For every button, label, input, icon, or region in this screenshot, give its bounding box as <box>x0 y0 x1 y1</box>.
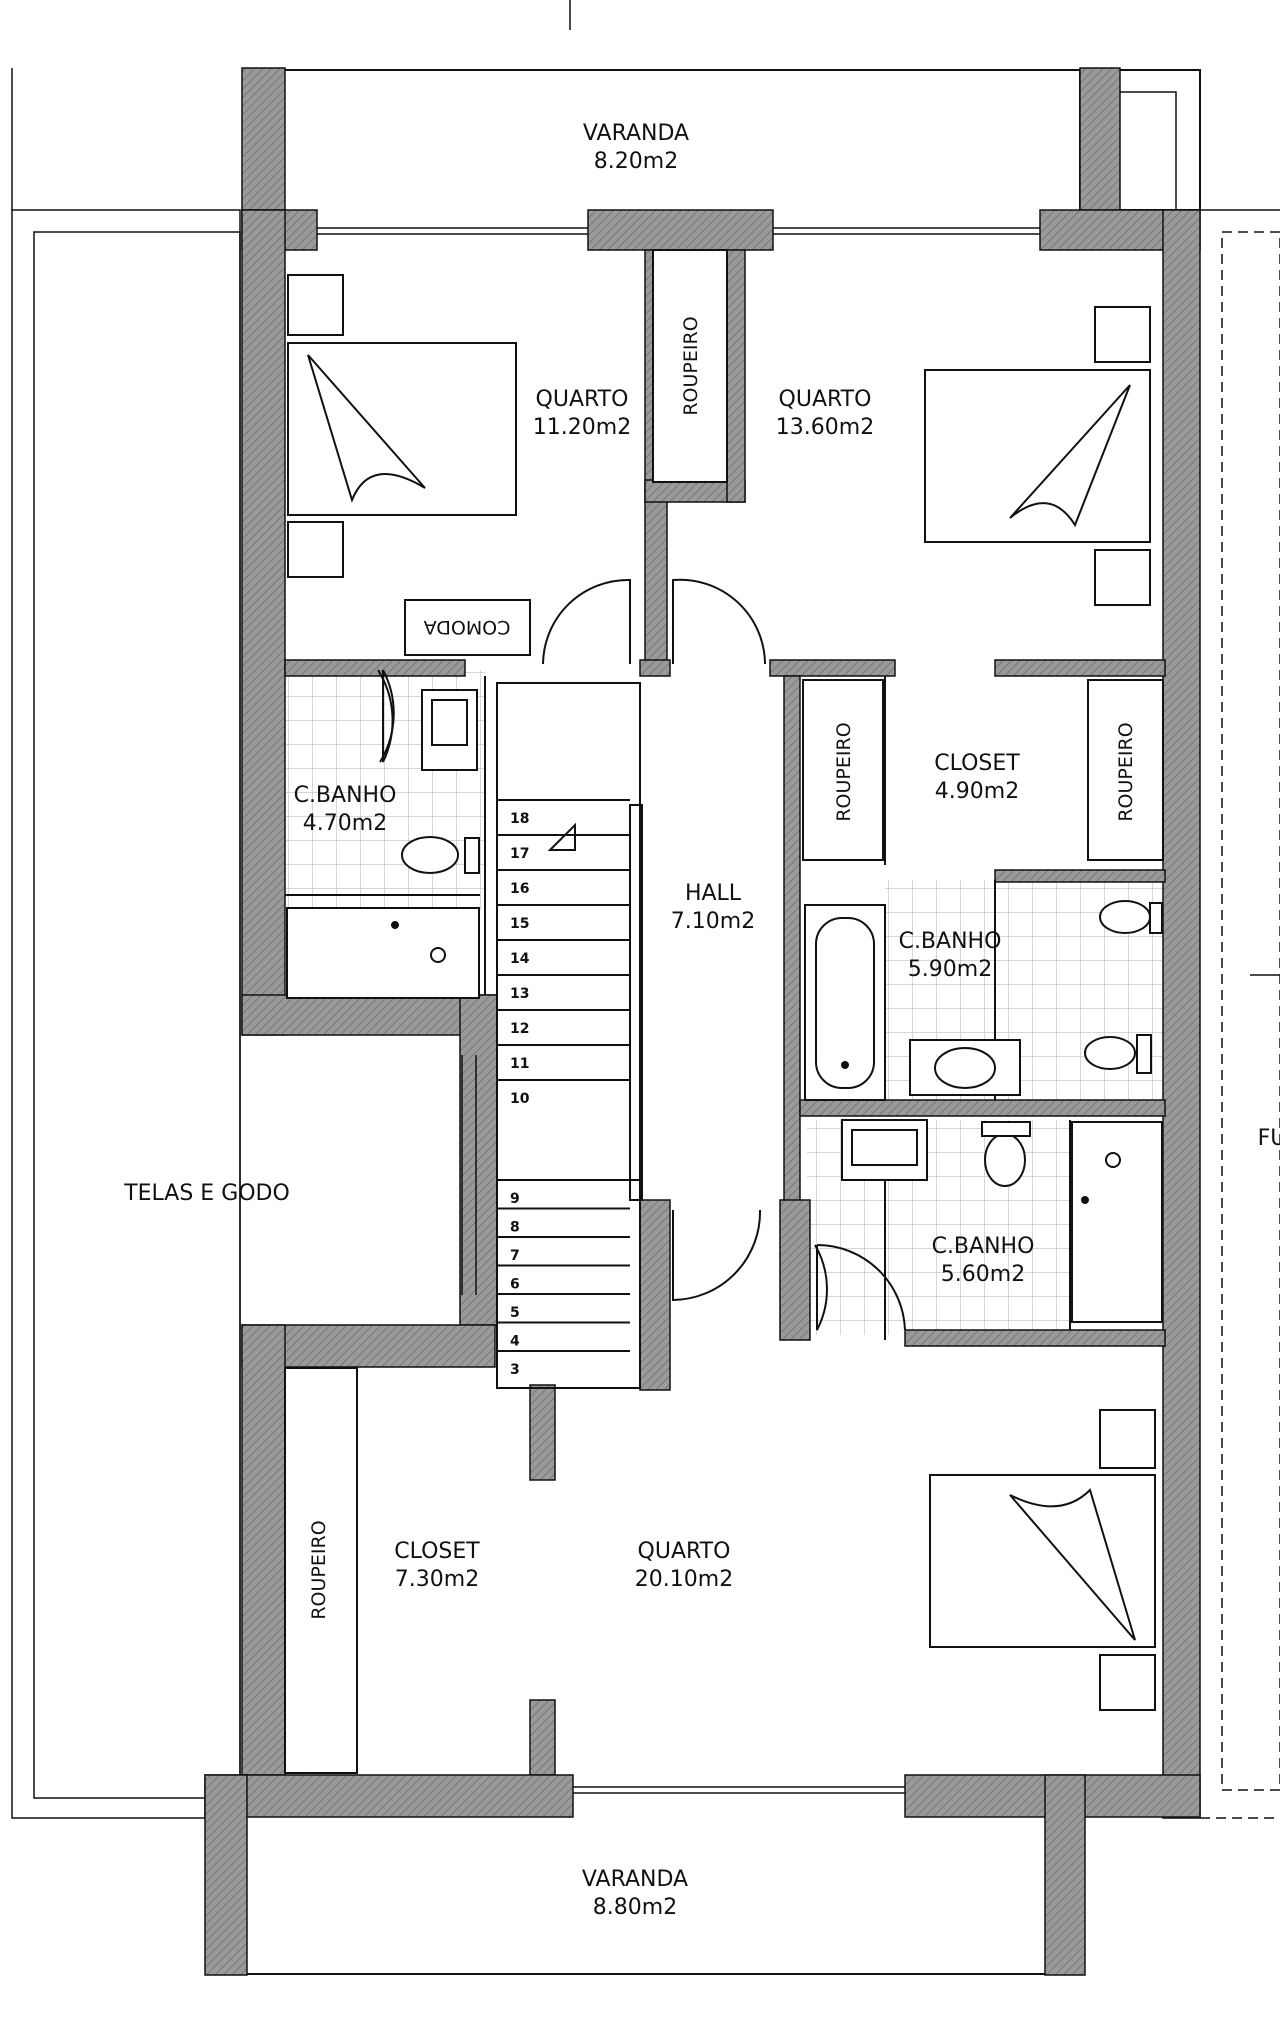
hall-area: 7.10m2 <box>671 909 755 934</box>
stair-step-number: 15 <box>510 916 529 932</box>
closet-east-area: 4.90m2 <box>935 779 1019 804</box>
stair-step-number: 12 <box>510 1021 529 1037</box>
comoda-label: COMODA <box>424 616 511 638</box>
quarto-south-name: QUARTO <box>638 1539 731 1564</box>
hall-name: HALL <box>685 881 742 906</box>
varanda-bottom-area: 8.80m2 <box>593 1895 677 1920</box>
quarto-nw-area: 11.20m2 <box>533 415 631 440</box>
banho-west-area: 4.70m2 <box>303 811 387 836</box>
banho-east2-name: C.BANHO <box>932 1234 1035 1259</box>
stair-step-number: 11 <box>510 1056 529 1072</box>
walls <box>204 67 1201 1976</box>
stair-step-number: 18 <box>510 811 529 827</box>
stair-step-number: 13 <box>510 986 529 1002</box>
stair-step-number: 4 <box>510 1334 520 1350</box>
banho-west-name: C.BANHO <box>294 783 397 808</box>
stair-step-number: 7 <box>510 1248 520 1264</box>
varanda-top-area: 8.20m2 <box>594 149 678 174</box>
roupeiro-label-closet-west: ROUPEIRO <box>833 722 855 821</box>
stair-step-number: 14 <box>510 951 530 967</box>
site-lines <box>11 0 1280 1819</box>
edge-text: FU <box>1258 1126 1280 1151</box>
quarto-ne-area: 13.60m2 <box>776 415 874 440</box>
roupeiro-label-south: ROUPEIRO <box>308 1520 330 1619</box>
stair-step-number: 16 <box>510 881 529 897</box>
stair-step-number: 3 <box>510 1362 520 1378</box>
bath-fixtures <box>286 689 1163 1323</box>
wardrobes <box>284 249 1164 1774</box>
stair-step-number: 9 <box>510 1191 520 1207</box>
bed-north-west <box>287 274 517 578</box>
closet-east-name: CLOSET <box>934 751 1020 776</box>
quarto-ne-name: QUARTO <box>779 387 872 412</box>
stair-step-number: 5 <box>510 1305 520 1321</box>
stair-steps: 18 17 16 15 14 13 12 11 10 9 8 7 6 5 4 3 <box>497 799 630 1378</box>
closet-south-area: 7.30m2 <box>395 1567 479 1592</box>
quarto-south-area: 20.10m2 <box>635 1567 733 1592</box>
banho-east2-area: 5.60m2 <box>941 1262 1025 1287</box>
bed-north-east <box>924 306 1151 606</box>
closet-south-name: CLOSET <box>394 1539 480 1564</box>
stair-step-number: 17 <box>510 846 529 862</box>
banho-east1-name: C.BANHO <box>899 929 1002 954</box>
roupeiro-label-closet-east: ROUPEIRO <box>1115 722 1137 821</box>
banho-east1-area: 5.90m2 <box>908 957 992 982</box>
windows <box>317 227 1040 1794</box>
roupeiro-label-north: ROUPEIRO <box>680 316 702 415</box>
doors <box>377 578 906 1331</box>
room-labels: VARANDA 8.20m2 QUARTO 11.20m2 QUARTO 13.… <box>123 121 1280 1920</box>
bed-south <box>929 1409 1156 1711</box>
stair-step-number: 6 <box>510 1277 520 1293</box>
stair-step-number: 10 <box>510 1091 530 1107</box>
stair-step-number: 8 <box>510 1220 520 1236</box>
furniture-labels: ROUPEIRO ROUPEIRO ROUPEIRO ROUPEIRO COMO… <box>308 316 1137 1619</box>
quarto-nw-name: QUARTO <box>536 387 629 412</box>
varanda-top-name: VARANDA <box>583 121 689 146</box>
varanda-bottom-name: VARANDA <box>582 1867 688 1892</box>
roof-name: TELAS E GODO <box>123 1181 290 1206</box>
